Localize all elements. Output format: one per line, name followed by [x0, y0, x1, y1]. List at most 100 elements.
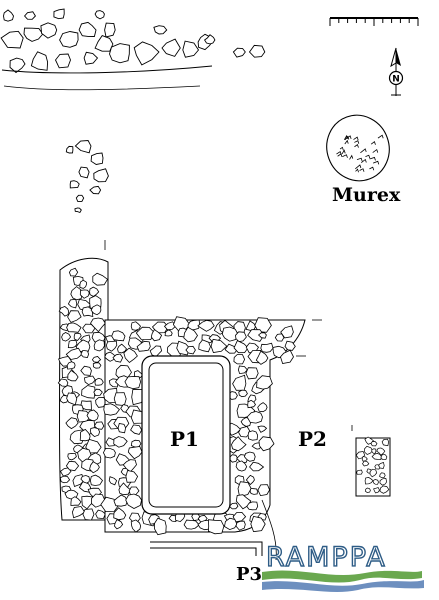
stone	[74, 207, 82, 214]
murex-shell-mark	[372, 148, 379, 153]
stone	[93, 168, 109, 183]
stone	[238, 426, 252, 438]
scale-bar	[329, 17, 419, 26]
stone	[254, 317, 272, 333]
stone	[153, 517, 167, 536]
p3-edge	[150, 541, 263, 556]
stone	[86, 409, 99, 422]
stone	[247, 399, 257, 409]
stone	[61, 332, 72, 342]
stone	[163, 321, 177, 331]
murex-shell-mark	[356, 157, 363, 162]
stone	[243, 451, 256, 462]
stone	[257, 332, 267, 339]
stone	[246, 411, 263, 424]
stone	[103, 403, 120, 416]
logo-text: RAMPPA	[266, 542, 387, 573]
stone	[117, 343, 128, 354]
stone	[362, 460, 370, 467]
stone	[130, 424, 143, 435]
murex-shell-mark	[370, 141, 376, 145]
north-label: N	[392, 75, 400, 85]
stone	[135, 326, 156, 341]
stone	[198, 339, 211, 353]
murex-shell-mark	[355, 164, 362, 170]
stone	[65, 347, 83, 360]
stone	[381, 438, 389, 447]
stone	[113, 436, 128, 448]
stone	[187, 319, 201, 331]
label-p2: P2	[298, 427, 327, 451]
stone	[90, 304, 102, 316]
stone	[130, 519, 142, 533]
stone	[59, 395, 69, 404]
stone	[89, 461, 100, 474]
stone	[111, 330, 126, 342]
stone	[67, 310, 82, 323]
stone	[95, 396, 107, 408]
stone	[231, 436, 247, 452]
stone	[65, 417, 79, 430]
stone	[109, 43, 130, 64]
murex-shell-mark	[377, 134, 384, 139]
stone	[70, 286, 83, 301]
stone	[257, 425, 268, 433]
stone	[371, 453, 382, 460]
stone	[59, 475, 71, 484]
stone	[66, 322, 82, 333]
stone	[78, 166, 90, 179]
stone	[118, 482, 132, 496]
murex-shell-mark	[361, 158, 367, 164]
murex-shell-mark	[372, 160, 380, 165]
stone	[245, 474, 255, 486]
stone	[40, 22, 58, 39]
stone	[65, 460, 80, 472]
guide-lines	[104, 240, 322, 561]
right-pier	[351, 425, 391, 497]
stone	[183, 519, 200, 530]
stone	[258, 436, 275, 452]
stone	[78, 21, 97, 37]
stone	[81, 306, 94, 318]
stone	[151, 321, 169, 334]
stone	[113, 507, 127, 521]
murex-shell-mark	[343, 134, 348, 141]
stone	[93, 421, 105, 430]
murex-shell-mark	[349, 154, 354, 160]
stone	[67, 339, 78, 349]
stone	[237, 365, 248, 375]
stone	[94, 35, 114, 52]
stone	[23, 11, 36, 20]
stone	[93, 388, 103, 397]
stone	[133, 41, 160, 66]
stone	[83, 375, 96, 386]
stone	[58, 306, 70, 317]
stone	[90, 317, 106, 333]
stone	[124, 376, 142, 390]
murex-shell-mark	[355, 168, 359, 173]
stone	[235, 460, 248, 472]
stone	[92, 362, 102, 369]
stone	[85, 438, 102, 454]
stone	[247, 329, 265, 342]
stone	[232, 47, 246, 58]
stone	[102, 447, 116, 459]
stone	[207, 519, 225, 535]
stone	[83, 51, 99, 65]
murex-shell-mark	[360, 148, 367, 154]
stone	[369, 468, 378, 478]
stone	[221, 326, 239, 342]
stone	[378, 462, 385, 469]
stone	[150, 329, 163, 342]
stone	[280, 325, 294, 339]
stone	[161, 38, 181, 57]
stone	[176, 340, 191, 356]
stone	[81, 385, 96, 399]
stone	[79, 279, 87, 289]
stone	[9, 57, 26, 74]
stone	[95, 509, 106, 520]
stone	[23, 27, 44, 42]
top-stone-wall	[0, 8, 266, 91]
stone	[79, 428, 91, 442]
stone	[67, 369, 79, 382]
